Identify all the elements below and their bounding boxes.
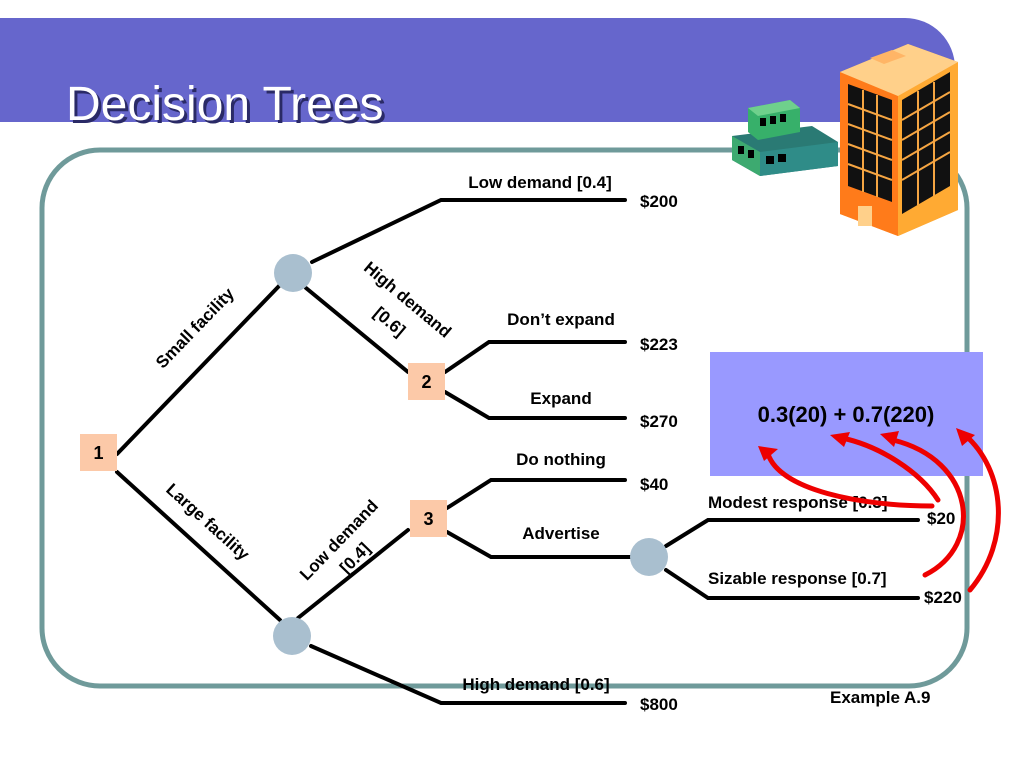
decision-node-3 xyxy=(410,500,447,537)
payoff-low-demand-small: $200 xyxy=(640,192,678,211)
page-title-shadow: Decision Trees xyxy=(69,81,386,134)
arrow-sizable-to-07 xyxy=(890,437,966,578)
title-bar xyxy=(0,18,955,122)
example-label: Example A.9 xyxy=(830,688,930,707)
label-expand: Expand xyxy=(530,389,591,408)
payoff-modest: $20 xyxy=(927,509,955,528)
arrow-modest-to-03 xyxy=(765,451,935,509)
low-building-icon xyxy=(732,100,838,176)
label-sizable-response: Sizable response [0.7] xyxy=(708,569,887,588)
chance-node-small xyxy=(274,254,312,292)
label-dont-expand: Don’t expand xyxy=(507,310,615,329)
decision-node-2 xyxy=(408,363,445,400)
formula-text: 0.3(20) + 0.7(220) xyxy=(758,402,935,427)
label-do-nothing: Do nothing xyxy=(516,450,606,469)
office-tower-icon xyxy=(840,44,958,236)
label-low-demand-small: Low demand [0.4] xyxy=(468,173,612,192)
arrowhead-3 xyxy=(880,431,899,447)
chance-node-large xyxy=(273,617,311,655)
decision-node-1-label: 1 xyxy=(93,443,103,463)
label-high-demand-large: High demand [0.6] xyxy=(462,675,609,694)
decision-node-2-label: 2 xyxy=(421,372,431,392)
decision-node-1 xyxy=(80,434,117,471)
payoff-sizable: $220 xyxy=(924,588,962,607)
payoff-dont-expand: $223 xyxy=(640,335,678,354)
formula-arrows xyxy=(765,432,1001,593)
arrow-modest-to-20 xyxy=(839,435,941,503)
payoff-high-demand-large: $800 xyxy=(640,695,678,714)
arrowhead-1 xyxy=(758,446,778,461)
tree-branches xyxy=(115,198,920,705)
formula-box xyxy=(710,352,983,476)
arrowhead-4 xyxy=(956,428,975,446)
label-advertise: Advertise xyxy=(522,524,599,543)
payoff-do-nothing: $40 xyxy=(640,475,668,494)
decision-node-3-label: 3 xyxy=(423,509,433,529)
page-title: Decision Trees xyxy=(66,78,383,131)
payoff-expand: $270 xyxy=(640,412,678,431)
arrow-sizable-to-220 xyxy=(962,432,1001,593)
arrowhead-2 xyxy=(830,432,850,447)
chance-node-advertise xyxy=(630,538,668,576)
